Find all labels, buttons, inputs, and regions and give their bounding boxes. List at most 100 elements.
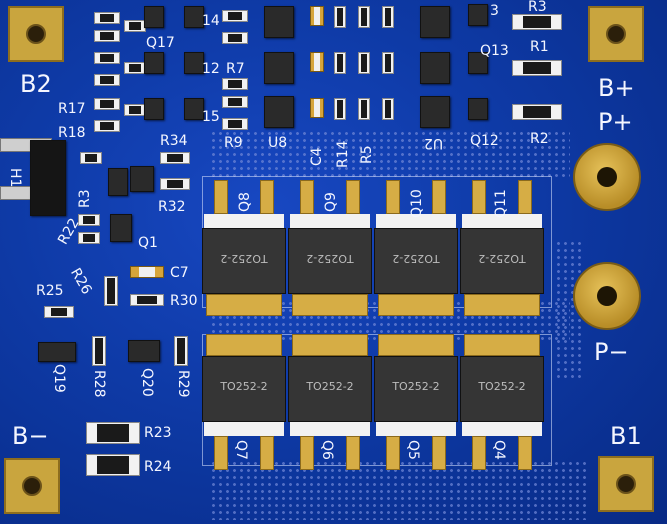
package-label: TO252-2 [478,380,526,393]
r12-partial-label: 12 [202,61,220,77]
resistor [358,98,370,120]
package-label: TO252-2 [220,252,268,265]
resistor [358,52,370,74]
r31-label: R3 [77,189,93,208]
transistor [130,166,154,192]
q13-label: Q13 [480,43,509,59]
q5-label: Q5 [405,440,421,460]
resistor [94,98,120,110]
q6-label: Q6 [319,440,335,460]
p-minus-round-pad[interactable] [573,262,641,330]
r34-label: R34 [160,133,188,149]
r15-partial-label: 15 [202,109,220,125]
q20-label: Q20 [139,368,155,397]
mosfet-q8: TO252-2 [202,176,286,316]
resistor-r2 [512,104,562,120]
b-minus-terminal-pad[interactable] [4,458,60,514]
package-label: TO252-2 [306,252,354,265]
resistor-r24 [86,454,140,476]
package-label: TO252-2 [306,380,354,393]
resistor [124,20,146,32]
transistor [184,98,204,120]
via-field [210,130,570,180]
r24-label: R24 [144,459,172,475]
resistor [334,98,346,120]
resistor-r29 [174,336,188,366]
capacitor [310,6,324,26]
resistor [94,30,120,42]
transistor-q19 [38,342,76,362]
r2-label: R2 [530,131,549,147]
transistor [144,98,164,120]
resistor-r28 [92,336,106,366]
capacitor [310,98,324,118]
resistor-r26 [104,276,118,306]
b-plus-label: B+ [598,74,635,102]
resistor [80,152,102,164]
mosfet-q11: TO252-2 [460,176,544,316]
mosfet-q6: TO252-2 [288,334,372,474]
resistor [124,62,146,74]
package-label: TO252-2 [478,252,526,265]
b1-terminal-pad[interactable] [598,456,654,512]
r9-label: R9 [224,135,243,151]
b1-label: B1 [610,422,642,450]
header-h1-body [30,140,66,216]
resistor [94,12,120,24]
resistor-r3 [512,14,562,30]
q1-label: Q1 [138,235,158,251]
resistor-r23 [86,422,140,444]
resistor [78,214,100,226]
r30-label: R30 [170,293,198,309]
resistor-r30 [130,294,164,306]
transistor-q20 [128,340,160,362]
resistor-r1 [512,60,562,76]
r3-label: R3 [528,0,547,15]
resistor [94,120,120,132]
resistor [94,52,120,64]
mosfet-q7: TO252-2 [202,334,286,474]
q17-label: Q17 [146,35,175,51]
h1-label: H1 [7,168,23,188]
mosfet-q9: TO252-2 [288,176,372,316]
q4-label: Q4 [491,440,507,460]
q3-label: 3 [490,3,499,19]
capacitor [310,52,324,72]
ic-u8 [264,6,294,38]
resistor [222,118,248,130]
r17-label: R17 [58,101,86,117]
ic [264,52,294,84]
r25-label: R25 [36,283,64,299]
b2-terminal-pad[interactable] [8,6,64,62]
q7-label: Q7 [233,440,249,460]
transistor [108,168,128,196]
resistor [124,104,146,116]
b-minus-label: B− [12,422,49,450]
r14-label: R14 [335,140,351,168]
r32-label: R32 [158,199,186,215]
resistor-r32 [160,178,190,190]
transistor [184,52,204,74]
ic [420,52,450,84]
b-plus-terminal-pad[interactable] [588,6,644,62]
r26-label: R26 [67,265,95,298]
r29-label: R29 [175,370,191,398]
resistor [94,74,120,86]
p-plus-round-pad[interactable] [573,143,641,211]
resistor [382,98,394,120]
b2-label: B2 [20,70,52,98]
u8-label: U8 [268,135,288,151]
package-label: TO252-2 [392,252,440,265]
ic [420,96,450,128]
resistor [382,6,394,28]
transistor-q13 [468,52,488,74]
transistor-q17 [144,6,164,28]
resistor [358,6,370,28]
ic [264,96,294,128]
resistor [222,96,248,108]
transistor [144,52,164,74]
q19-label: Q19 [51,364,67,393]
resistor-r25 [44,306,74,318]
resistor [222,10,248,22]
q9-label: Q9 [323,192,339,212]
